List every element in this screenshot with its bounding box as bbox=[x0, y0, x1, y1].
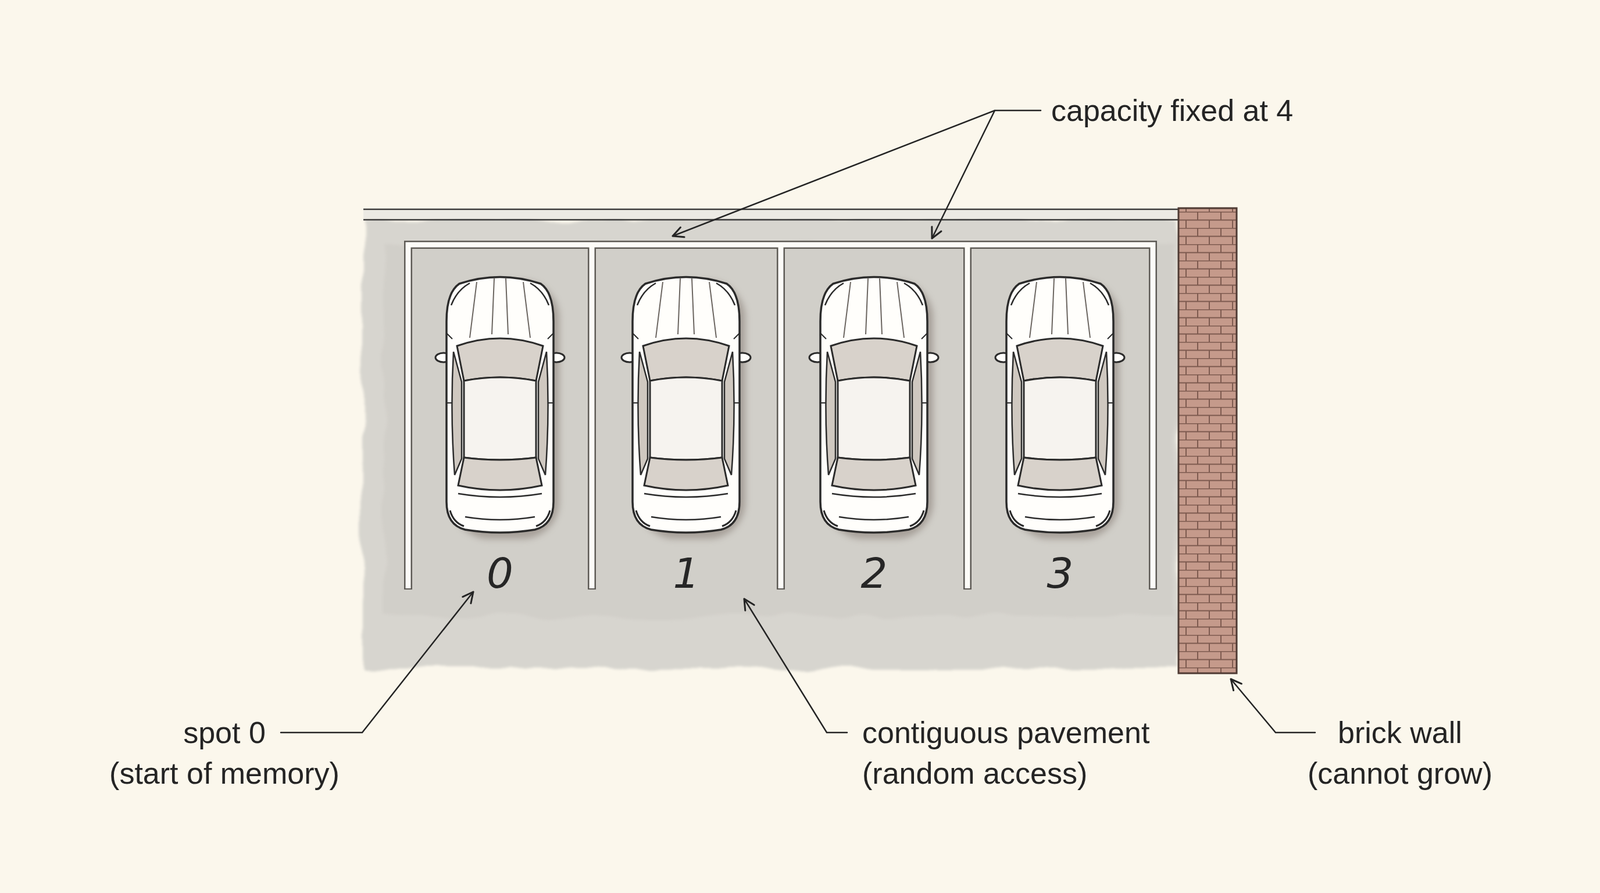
spot-number: 3 bbox=[1047, 550, 1074, 597]
car bbox=[435, 277, 565, 540]
leader-line bbox=[931, 110, 995, 239]
callout-label: brick wall (cannot grow) bbox=[1225, 712, 1575, 794]
parking-spot: 0 bbox=[408, 244, 592, 597]
parking-spot: 2 bbox=[780, 244, 968, 597]
spot-lines bbox=[408, 244, 1153, 590]
pavement bbox=[362, 218, 1179, 669]
curb bbox=[363, 210, 1179, 219]
callout-label: capacity fixed at 4 bbox=[1051, 90, 1294, 131]
spot-number: 2 bbox=[861, 550, 888, 597]
leader-line bbox=[1230, 679, 1316, 733]
curb-line bbox=[363, 209, 1181, 220]
car bbox=[995, 277, 1125, 540]
spot-number: 0 bbox=[486, 550, 514, 597]
pavement-shade bbox=[383, 244, 1175, 617]
brick-wall bbox=[1178, 208, 1237, 674]
parking-spot: 3 bbox=[967, 244, 1153, 597]
leader-lines bbox=[280, 110, 1316, 733]
callout-label: contiguous pavement (random access) bbox=[862, 712, 1150, 794]
leader-line bbox=[744, 598, 848, 733]
leader-line bbox=[280, 591, 474, 733]
car bbox=[621, 277, 751, 540]
parking-spot: 1 bbox=[591, 244, 781, 597]
car bbox=[809, 277, 939, 540]
callout-label: spot 0 (start of memory) bbox=[50, 712, 399, 794]
spot-number: 1 bbox=[673, 550, 700, 597]
